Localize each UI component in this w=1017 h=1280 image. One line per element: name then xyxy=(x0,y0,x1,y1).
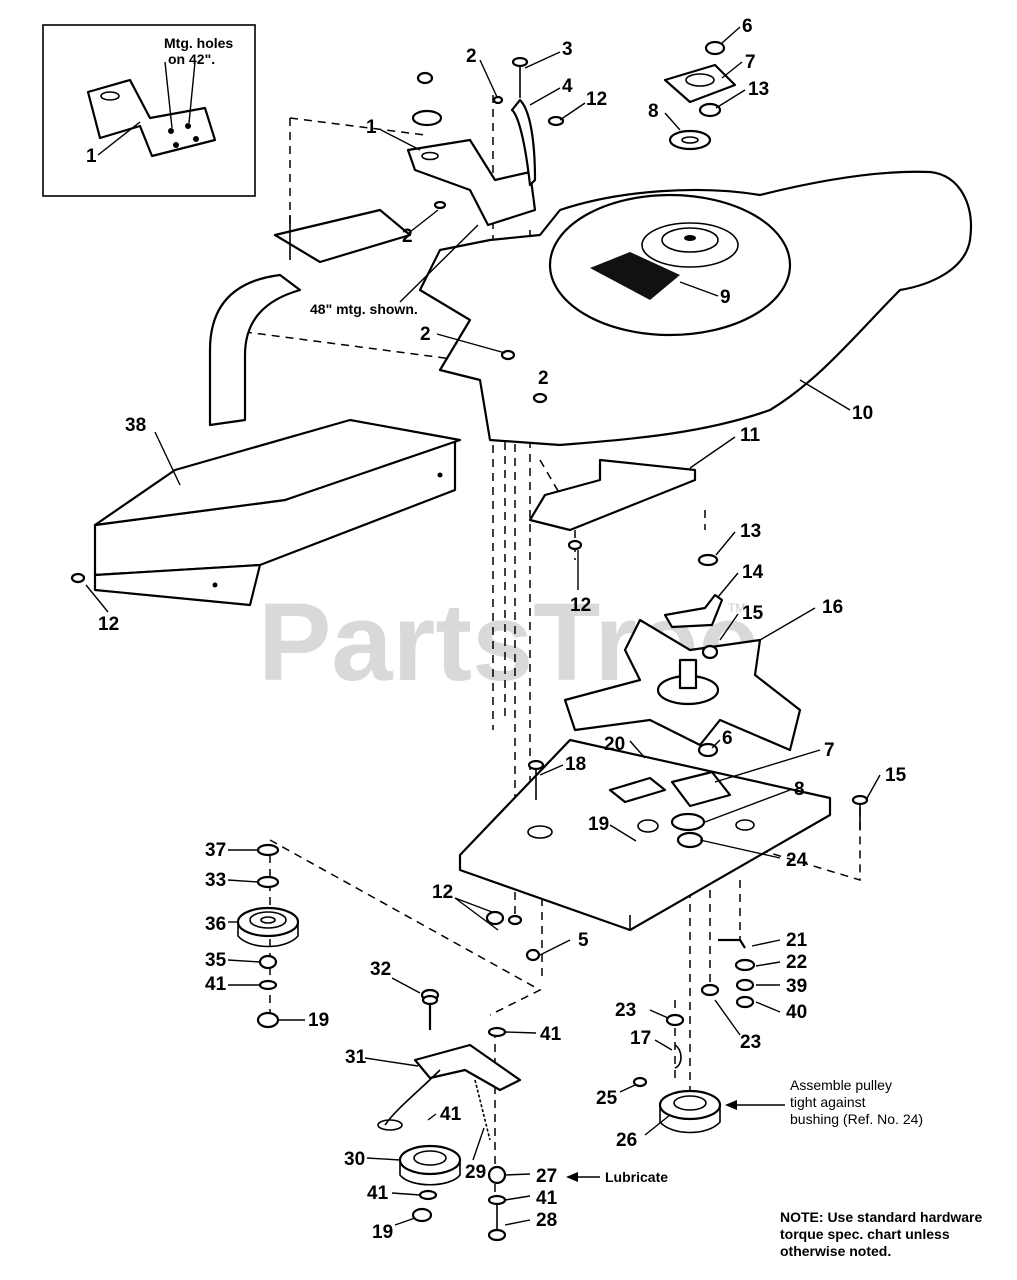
callout-1: 1 xyxy=(86,146,97,167)
callout-39: 39 xyxy=(786,976,807,997)
inset-bracket xyxy=(86,78,217,158)
callout-30: 30 xyxy=(344,1149,365,1170)
note-mtg-holes-2: on 42". xyxy=(168,51,215,67)
callout-23: 23 xyxy=(615,1000,636,1021)
hardware xyxy=(70,56,869,1006)
callout-3: 3 xyxy=(562,39,573,60)
deflector xyxy=(93,418,462,607)
callout-2: 2 xyxy=(402,226,413,247)
callout-13: 13 xyxy=(740,521,761,542)
callout-28: 28 xyxy=(536,1210,557,1231)
callout-2: 2 xyxy=(466,46,477,67)
callout-38: 38 xyxy=(125,415,146,436)
callout-15: 15 xyxy=(885,765,907,786)
callout-22: 22 xyxy=(786,952,807,973)
callout-2: 2 xyxy=(538,368,549,389)
callout-41: 41 xyxy=(367,1183,389,1204)
leader-lines xyxy=(85,26,881,1226)
callout-12: 12 xyxy=(432,882,453,903)
notes: Mtg. holes on 42". 48" mtg. shown. Lubri… xyxy=(164,35,982,1259)
callout-8: 8 xyxy=(648,101,659,122)
inset-42-mounting xyxy=(42,24,256,197)
note-assemble-3: bushing (Ref. No. 24) xyxy=(790,1111,923,1127)
note-assemble-1: Assemble pulley xyxy=(790,1077,892,1093)
callout-29: 29 xyxy=(465,1162,486,1183)
note-48-mtg: 48" mtg. shown. xyxy=(310,301,418,317)
callout-12: 12 xyxy=(586,89,607,110)
footer-note-3: otherwise noted. xyxy=(780,1243,891,1259)
callout-41: 41 xyxy=(440,1104,462,1125)
callout-7: 7 xyxy=(824,740,835,761)
note-mtg-holes: Mtg. holes xyxy=(164,35,233,51)
callout-13: 13 xyxy=(748,79,769,100)
callout-11: 11 xyxy=(740,425,761,446)
callout-8: 8 xyxy=(794,779,805,800)
callout-5: 5 xyxy=(578,930,589,951)
watermark-trademark: TM xyxy=(728,601,745,615)
callout-1: 1 xyxy=(366,117,377,138)
discharge-housing xyxy=(418,170,973,447)
chute-arm xyxy=(208,208,412,427)
callout-19: 19 xyxy=(308,1010,329,1031)
callout-19: 19 xyxy=(372,1222,393,1243)
decal-9 xyxy=(590,252,680,300)
note-assemble-2: tight against xyxy=(790,1094,866,1110)
callout-26: 26 xyxy=(616,1130,637,1151)
drive-pulley xyxy=(632,938,756,1134)
callout-41: 41 xyxy=(536,1188,558,1209)
plate-11 xyxy=(528,458,697,532)
fan-impeller xyxy=(563,618,802,752)
note-lubricate: Lubricate xyxy=(605,1169,668,1185)
callout-12: 12 xyxy=(98,614,119,635)
left-pulley-stack xyxy=(236,843,300,1029)
callout-37: 37 xyxy=(205,840,226,861)
callout-4: 4 xyxy=(562,76,573,97)
mount-bracket xyxy=(406,138,537,227)
callout-10: 10 xyxy=(852,403,873,424)
callout-27: 27 xyxy=(536,1166,557,1187)
callout-40: 40 xyxy=(786,1002,807,1023)
footer-note-1: NOTE: Use standard hardware xyxy=(780,1209,982,1225)
callouts: 1 1 2 2 2 2 3 4 5 6 6 7 7 8 8 9 10 11 12… xyxy=(86,16,907,1243)
callout-14: 14 xyxy=(742,562,764,583)
callout-7: 7 xyxy=(745,52,756,73)
footer-note-2: torque spec. chart unless xyxy=(780,1226,950,1242)
callout-31: 31 xyxy=(345,1047,367,1068)
callout-15: 15 xyxy=(742,603,764,624)
callout-23: 23 xyxy=(740,1032,761,1053)
callout-6: 6 xyxy=(742,16,753,37)
callout-17: 17 xyxy=(630,1028,651,1049)
callout-41: 41 xyxy=(540,1024,562,1045)
callout-24: 24 xyxy=(786,850,808,871)
upper-bearing xyxy=(663,40,737,151)
callout-18: 18 xyxy=(565,754,586,775)
callout-20: 20 xyxy=(604,734,625,755)
callout-19: 19 xyxy=(588,814,609,835)
callout-2: 2 xyxy=(420,324,431,345)
base-plate xyxy=(458,738,832,932)
callout-9: 9 xyxy=(720,287,731,308)
callout-12: 12 xyxy=(570,595,591,616)
idler-assembly xyxy=(377,988,522,1242)
callout-32: 32 xyxy=(370,959,391,980)
callout-6: 6 xyxy=(722,728,733,749)
callout-36: 36 xyxy=(205,914,226,935)
lower-bearing xyxy=(670,742,732,849)
callout-16: 16 xyxy=(822,597,843,618)
callout-21: 21 xyxy=(786,930,808,951)
callout-25: 25 xyxy=(596,1088,618,1109)
bracket-14 xyxy=(663,593,724,629)
callout-41: 41 xyxy=(205,974,227,995)
callout-33: 33 xyxy=(205,870,226,891)
callout-35: 35 xyxy=(205,950,227,971)
